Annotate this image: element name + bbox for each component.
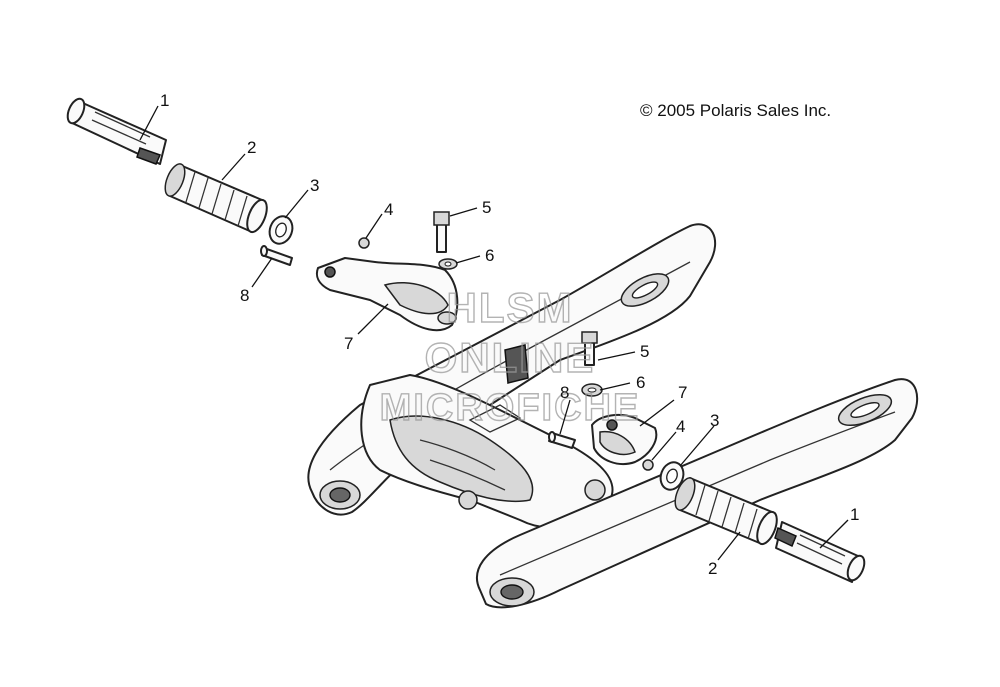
callout-labels: 1 2 3 4 5 6 7 8 5 6 7 8 4 3 1 2 <box>160 91 859 578</box>
nut-lower <box>642 459 654 471</box>
watermark-line-1: HLSM <box>447 284 574 331</box>
callout-8-lower: 8 <box>560 383 569 402</box>
callout-3-upper: 3 <box>310 176 319 195</box>
peg-pin-lower <box>774 521 866 583</box>
callout-6-upper: 6 <box>485 246 494 265</box>
callout-5-upper: 5 <box>482 198 491 217</box>
bracket-lower <box>591 413 658 466</box>
callout-2-upper: 2 <box>247 138 256 157</box>
pin-lower <box>548 431 576 449</box>
nut-upper <box>358 237 370 249</box>
callout-4-lower: 4 <box>676 417 685 436</box>
grip-upper <box>164 163 268 234</box>
washer-upper <box>268 215 294 245</box>
washer-small-lower <box>581 383 603 397</box>
washer-small-upper <box>438 258 458 270</box>
bolt-lower <box>581 331 598 366</box>
watermark-line-3: MICROFICHE <box>380 387 641 429</box>
callout-2-lower: 2 <box>708 559 717 578</box>
callout-4-upper: 4 <box>384 200 393 219</box>
washer-lower <box>659 461 685 491</box>
callout-1-upper: 1 <box>160 91 169 110</box>
bracket-upper <box>315 257 459 332</box>
peg-pin-upper <box>66 97 167 165</box>
callout-1-lower: 1 <box>850 505 859 524</box>
bolt-upper <box>433 211 450 253</box>
callout-5-lower: 5 <box>640 342 649 361</box>
leader-lines <box>139 105 849 561</box>
copyright-notice: © 2005 Polaris Sales Inc. <box>640 101 832 120</box>
callout-7-upper: 7 <box>344 334 353 353</box>
callout-6-lower: 6 <box>636 373 645 392</box>
callout-7-lower: 7 <box>678 383 687 402</box>
callout-3-lower: 3 <box>710 411 719 430</box>
watermark-line-2: ONLINE <box>425 334 596 381</box>
grip-lower <box>674 477 778 546</box>
watermark: HLSM ONLINE MICROFICHE <box>379 283 641 429</box>
pin-upper <box>260 245 293 266</box>
callout-8-upper: 8 <box>240 286 249 305</box>
